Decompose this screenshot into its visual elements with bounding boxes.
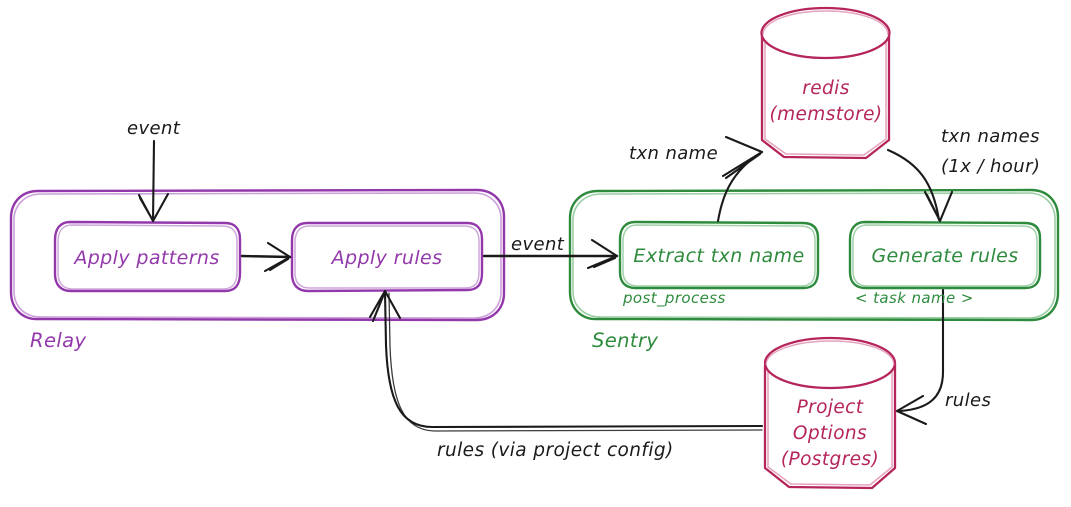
arrow-postgres-to-apply-rules-head [368, 289, 402, 323]
store-label-project-options-line3: (Postgres) [781, 449, 879, 470]
redis-body [760, 32, 891, 160]
edge-label-rules-via-project-config: rules (via project config) [437, 440, 674, 461]
project-options-top-ellipse [763, 336, 897, 390]
arrow-patterns-to-rules [240, 254, 292, 259]
node-label-apply-patterns: Apply patterns [72, 247, 219, 269]
store-project-options [763, 336, 897, 490]
arrows-layer [137, 135, 954, 432]
store-label-project-options-line1: Project [797, 397, 864, 418]
edge-label-txn-names-line2: (1x / hour) [941, 156, 1040, 177]
node-sublabel-post-process: post_process [622, 289, 726, 308]
arrow-event-in-head [137, 192, 170, 223]
group-label-relay: Relay [30, 329, 87, 352]
redis-body-sketch [764, 37, 887, 156]
store-label-redis-line2: (memstore) [769, 104, 882, 125]
group-label-sentry: Sentry [592, 329, 658, 352]
arrow-postgres-to-apply-rules-sketch [388, 292, 763, 432]
arrow-extract-to-redis-head [721, 135, 764, 180]
edge-label-txn-names-line1: txn names [941, 126, 1040, 147]
redis-top-ellipse [760, 6, 891, 60]
arrow-generate-to-postgres-head [895, 394, 928, 426]
arrow-generate-to-postgres [898, 288, 945, 413]
project-options-body [763, 362, 897, 490]
arrow-postgres-to-apply-rules [383, 290, 764, 429]
node-generate-rules-border-sketch [852, 224, 1038, 287]
relay-group-border [9, 188, 506, 322]
node-label-extract-txn-name: Extract txn name [633, 245, 804, 267]
store-redis [760, 6, 891, 160]
node-apply-rules-border-sketch [294, 225, 480, 289]
node-label-apply-rules: Apply rules [330, 247, 443, 269]
node-apply-patterns-border [53, 220, 242, 293]
edge-label-txn-name: txn name [629, 143, 718, 164]
group-sentry [568, 188, 1060, 322]
store-label-redis-line1: redis [802, 78, 850, 99]
node-apply-rules-border [290, 221, 484, 293]
arrow-patterns-to-rules-head [263, 241, 292, 273]
redis-top-ellipse-sketch [762, 10, 889, 36]
sentry-group-border [568, 188, 1060, 322]
sentry-group-border-sketch [572, 192, 1056, 319]
project-options-top-ellipse-sketch [765, 340, 895, 366]
node-extract-txn-name-border-sketch [622, 224, 816, 287]
store-label-project-options-line2: Options [793, 423, 867, 444]
node-apply-patterns-border-sketch [57, 224, 238, 290]
project-options-body-sketch [767, 367, 893, 486]
arrow-rules-to-extract-head [586, 238, 619, 270]
relay-group-border-sketch [13, 192, 502, 319]
node-sublabel-task-name: < task name > [855, 289, 974, 307]
edge-label-event-to-sentry: event [511, 234, 565, 255]
group-relay [9, 188, 506, 322]
arrow-extract-to-redis [716, 150, 764, 223]
edge-label-rules: rules [945, 390, 991, 411]
node-extract-txn-name-border [618, 220, 820, 290]
arrow-event-in [151, 139, 156, 223]
node-generate-rules-border [848, 220, 1042, 290]
arrow-redis-to-generate-head [923, 190, 954, 223]
node-label-generate-rules: Generate rules [871, 245, 1018, 267]
arrow-redis-to-generate [886, 148, 941, 222]
edge-label-event-in: event [127, 118, 181, 139]
